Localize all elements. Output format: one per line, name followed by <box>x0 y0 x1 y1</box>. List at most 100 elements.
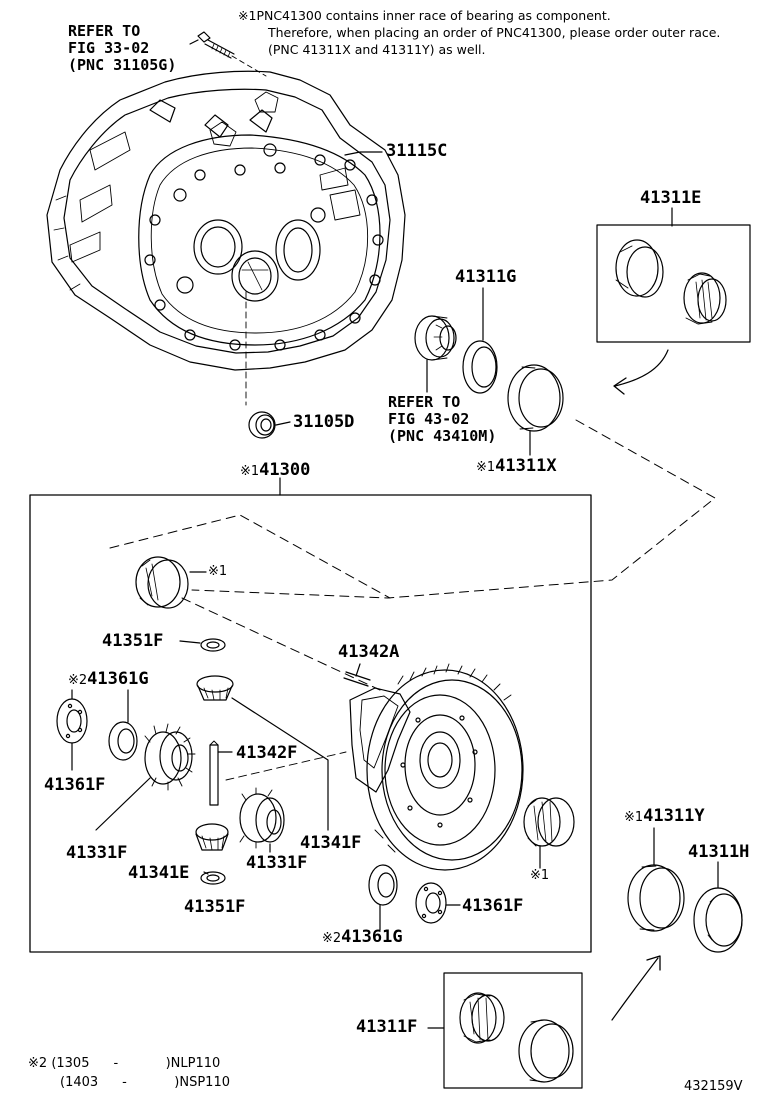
pinion-gear-bottom <box>195 823 229 851</box>
arrow-41311f <box>611 957 659 1021</box>
leader-41342a <box>355 663 361 677</box>
outer-race-41311y <box>627 864 685 932</box>
side-gear-left <box>144 723 196 791</box>
part-label-41311f[interactable]: 41311F <box>356 1017 418 1037</box>
washer-41361g-bottom <box>368 864 398 906</box>
part-label-41300[interactable]: ※141300 <box>240 462 310 479</box>
mark-1-bearing-left: ※1 <box>208 564 228 579</box>
applicability-model-1: )NLP110 <box>165 1056 221 1071</box>
applicability-mark-2: ※2 <box>28 1056 48 1071</box>
part-label-41351f-bottom[interactable]: 41351F <box>184 897 246 917</box>
pin-41342a <box>343 671 371 687</box>
washer-41351f-bottom <box>200 871 226 885</box>
ref-43-line1: REFER TO <box>388 393 461 411</box>
mark-1-41311y: ※1 <box>624 810 644 825</box>
inner-bearing-right <box>523 797 575 847</box>
pinion-shaft-41342f <box>209 740 219 806</box>
note-mark-1: ※1 <box>238 8 257 23</box>
leader-41351f-top <box>179 640 201 644</box>
dashed-bearing-line <box>109 514 391 599</box>
arrow-head-41311e <box>613 377 627 395</box>
housing-bolt <box>197 31 267 77</box>
arrow-41311e <box>614 349 669 387</box>
part-number-41311y: 41311Y <box>643 806 705 826</box>
applicability-model-2: )NSP110 <box>174 1075 230 1090</box>
kit-41311e <box>596 207 751 343</box>
part-label-41342f[interactable]: 41342F <box>236 743 298 763</box>
inner-bearing-left <box>135 556 189 609</box>
applicability-from-2: (1403 <box>60 1075 99 1090</box>
leader-41331f-left <box>95 777 151 831</box>
ref-43-line3: (PNC 43410M) <box>388 427 497 445</box>
differential-assembly-box <box>29 494 592 953</box>
ref-33-line3: (PNC 31105G) <box>68 56 177 74</box>
header-note-line1: ※1PNC41300 contains inner race of bearin… <box>238 8 611 24</box>
mark-1-41311x: ※1 <box>476 460 496 475</box>
applicability-row-1: ※2 (1305 - )NLP110 <box>28 1056 220 1071</box>
part-number-41300: 41300 <box>259 460 311 480</box>
kit-41311f <box>427 972 583 1089</box>
arrow-head-41311f <box>646 955 661 971</box>
part-label-31105d[interactable]: 31105D <box>293 412 355 432</box>
applicability-row-2: (1403 - )NSP110 <box>60 1075 230 1090</box>
part-label-41361g-bottom[interactable]: ※241361G <box>322 929 403 946</box>
note-text-line1: PNC41300 contains inner race of bearing … <box>256 8 611 23</box>
oil-seal-31105d <box>248 411 276 439</box>
part-number-41311x: 41311X <box>495 456 557 476</box>
bearing-assembly-43410m <box>414 315 457 361</box>
part-label-41311y[interactable]: ※141311Y <box>624 808 705 825</box>
ref-33-line1: REFER TO <box>68 22 141 40</box>
shim-41311h <box>693 887 743 953</box>
illustration-code: 432159V <box>684 1079 743 1094</box>
header-note-line2: Therefore, when placing an order of PNC4… <box>268 25 721 40</box>
part-label-41361g-left[interactable]: ※241361G <box>68 671 149 688</box>
dashed-shaft-line <box>225 751 347 781</box>
part-label-41311h[interactable]: 41311H <box>688 842 750 862</box>
part-label-41331f-right[interactable]: 41331F <box>246 853 308 873</box>
dashed-ref-line-x <box>191 419 716 599</box>
pinion-gear-top <box>196 675 234 701</box>
mark-2-41361g-bottom: ※2 <box>322 931 342 946</box>
outer-race-41311x <box>507 364 564 432</box>
part-label-31115c[interactable]: 31115C <box>386 141 448 161</box>
leader-41341e <box>203 871 209 875</box>
washer-41361g-left <box>108 721 138 761</box>
part-label-41341f[interactable]: 41341F <box>300 833 362 853</box>
ref-33-line2: FIG 33-02 <box>68 39 150 57</box>
applicability-dash-1: - <box>113 1056 119 1071</box>
mark-1-bearing-right: ※1 <box>530 868 550 883</box>
part-label-41361f-left[interactable]: 41361F <box>44 775 106 795</box>
part-number-41361g-bottom: 41361G <box>341 927 403 947</box>
part-label-41311e[interactable]: 41311E <box>640 188 702 208</box>
leader-31115c <box>344 151 383 156</box>
header-note-line3: (PNC 41311X and 41311Y) as well. <box>268 42 486 57</box>
leader-31105d <box>275 421 291 426</box>
ref-43-line2: FIG 43-02 <box>388 410 470 428</box>
part-label-41311g[interactable]: 41311G <box>455 267 517 287</box>
differential-case-ring-gear <box>349 663 524 871</box>
leader-31105g <box>189 39 199 45</box>
part-label-41361f-right[interactable]: 41361F <box>462 896 524 916</box>
part-number-41361g-left: 41361G <box>87 669 149 689</box>
part-label-41351f-top[interactable]: 41351F <box>102 631 164 651</box>
mark-1-41300: ※1 <box>240 464 260 479</box>
side-gear-right <box>239 787 285 849</box>
washer-41361f-left <box>56 698 88 744</box>
leader-41341f <box>231 697 329 831</box>
shim-41311g <box>462 340 498 394</box>
applicability-from-1: (1305 <box>51 1056 90 1071</box>
washer-41351f-top <box>200 638 226 652</box>
washer-41361f-right <box>415 882 447 924</box>
part-label-41331f-left[interactable]: 41331F <box>66 843 128 863</box>
transaxle-housing <box>46 70 406 371</box>
dashed-case-line <box>181 597 381 691</box>
applicability-dash-2: - <box>122 1075 127 1090</box>
part-label-41342a[interactable]: 41342A <box>338 642 400 662</box>
mark-2-41361g-left: ※2 <box>68 673 88 688</box>
part-label-41311x[interactable]: ※141311X <box>476 458 557 475</box>
part-label-41341e[interactable]: 41341E <box>128 863 190 883</box>
